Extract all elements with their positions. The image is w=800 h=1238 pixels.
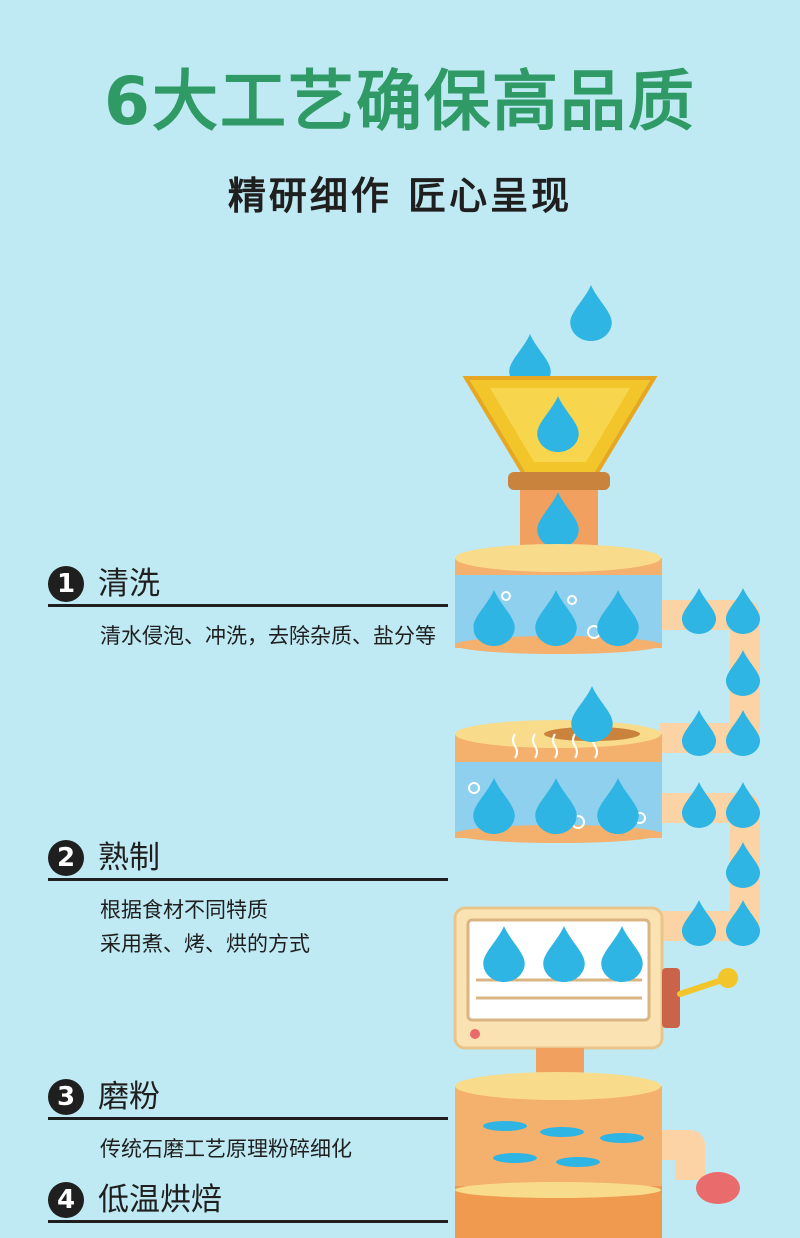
page-title: 6大工艺确保高品质 <box>104 63 696 140</box>
step-number-badge: 1 <box>48 566 84 602</box>
water-drop-icon <box>725 588 761 634</box>
step-number-badge: 4 <box>48 1182 84 1218</box>
step-header: 4 低温烘焙 <box>48 1180 448 1223</box>
water-drop-icon <box>681 588 717 634</box>
step-low-temp-baking: 4 低温烘焙 <box>48 1180 448 1223</box>
step-header: 2 熟制 <box>48 838 448 881</box>
step-name: 低温烘焙 <box>98 1182 222 1218</box>
step-description: 清水侵泡、冲洗，去除杂质、盐分等 <box>100 624 436 648</box>
step-description: 根据食材不同特质 采用煮、烤、烘的方式 <box>100 898 310 956</box>
grinder-icon <box>455 1072 740 1238</box>
water-drop-icon <box>681 900 717 946</box>
page-subtitle: 精研细作 匠心呈现 <box>227 174 573 218</box>
step-name: 磨粉 <box>98 1079 160 1115</box>
step-grinding: 3 磨粉 传统石磨工艺原理粉碎细化 <box>48 1077 448 1166</box>
step-description: 传统石磨工艺原理粉碎细化 <box>100 1137 352 1161</box>
pipe-icon <box>660 600 760 1180</box>
step-number-badge: 2 <box>48 840 84 876</box>
water-drop-icon <box>570 285 612 341</box>
water-drop-icon <box>681 710 717 756</box>
step-number-badge: 3 <box>48 1079 84 1115</box>
water-drop-icon <box>725 782 761 828</box>
step-name: 熟制 <box>98 840 160 876</box>
step-cooking: 2 熟制 根据食材不同特质 采用煮、烤、烘的方式 <box>48 838 448 961</box>
funnel-icon <box>462 376 658 548</box>
water-drop-icon <box>571 686 613 742</box>
step-washing: 1 清洗 清水侵泡、冲洗，去除杂质、盐分等 <box>48 564 448 653</box>
step-header: 3 磨粉 <box>48 1077 448 1120</box>
step-header: 1 清洗 <box>48 564 448 607</box>
water-drop-icon <box>681 782 717 828</box>
step-name: 清洗 <box>98 566 160 602</box>
